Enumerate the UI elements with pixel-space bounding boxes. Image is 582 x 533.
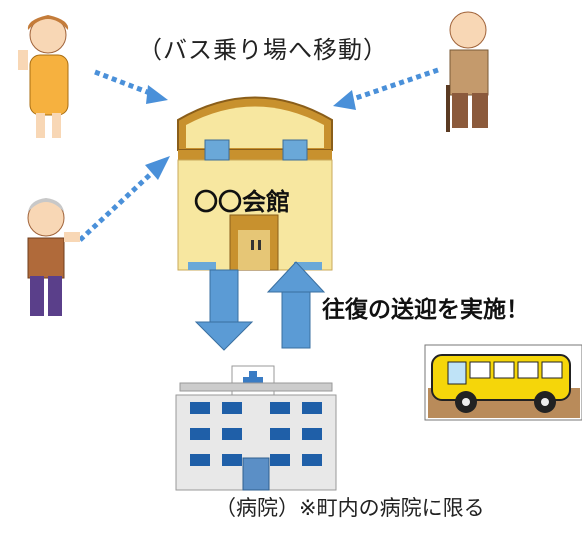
shuttle-bus [424,344,582,421]
hospital-building [175,365,337,491]
grandpa-figure [27,198,80,316]
down-arrow [194,269,254,351]
community-hall-building [177,96,333,271]
elderly-man-figure [446,11,489,132]
up-arrow [266,261,326,349]
hospital-caption: （病院）※町内の病院に限る [215,496,485,520]
dotted-arrow-woman [94,69,168,104]
woman-figure [18,15,69,138]
hall-name-label: 〇〇会館 [194,188,290,216]
dotted-arrow-elder-man [333,67,439,110]
shuttle-caption: 往復の送迎を実施！ [322,297,529,323]
dotted-arrow-grandpa [78,156,170,242]
bus-stop-caption: （バス乗り場へ移動） [138,36,388,64]
